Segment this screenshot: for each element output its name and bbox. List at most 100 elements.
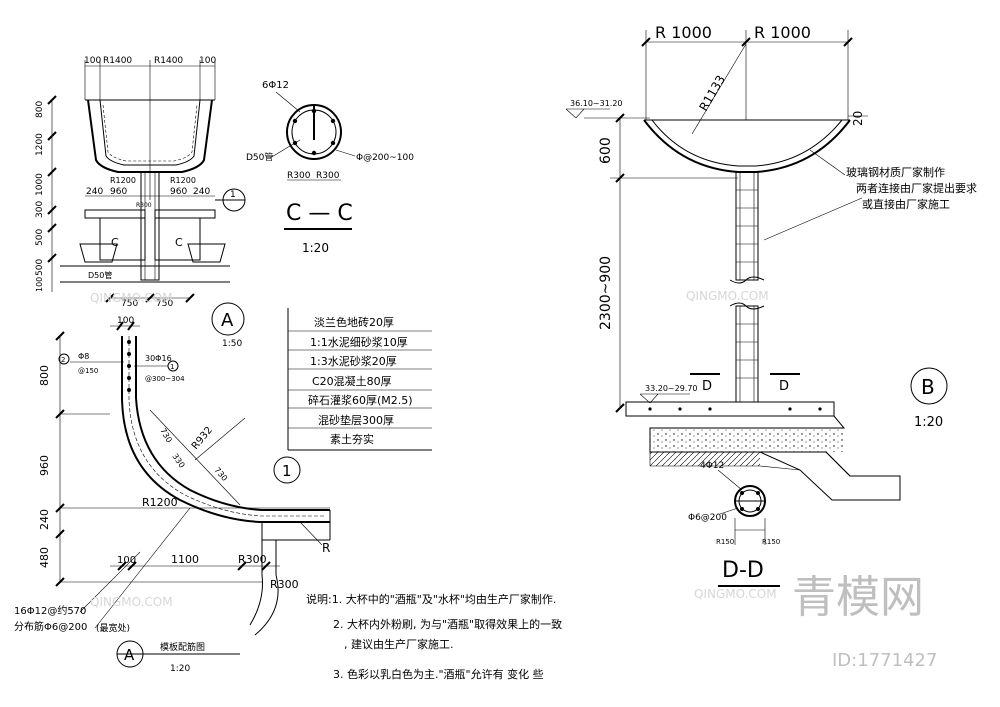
fw-h-100: 100 (117, 555, 136, 566)
layer-4: C20混凝土80厚 (312, 374, 392, 388)
b-annot-3: 或直接由厂家施工 (862, 197, 950, 211)
cc-title: C — C (286, 201, 353, 226)
b-dim-20: 20 (851, 111, 865, 126)
watermark-brand: 青模网 (792, 572, 924, 623)
watermark-small-1: QINGMO.COM (90, 291, 173, 305)
fw-top-dim: 100 (117, 316, 134, 326)
dim-a-v-1200: 1200 (35, 133, 45, 156)
b-r-right: R 1000 (754, 23, 811, 42)
dim-a-240-r: 240 (193, 187, 210, 197)
callout-a-circle (211, 302, 245, 336)
pipe-label-a: D50管 (88, 270, 112, 280)
dim-a-r300: R300 (136, 202, 152, 209)
callout-b-circle (910, 367, 948, 405)
dim-a-b-750r: 750 (156, 299, 173, 309)
dim-a-top-3: R1400 (154, 56, 183, 66)
section-cc: 6Φ12 D50管 Φ@200~100 R300 R300 C — C 1:20 (246, 80, 414, 255)
b-dim-600: 600 (598, 137, 614, 164)
note-1: 说明:1. 大杯中的"酒瓶"及"水杯"均由生产厂家制作. (306, 592, 556, 606)
b-annot-1: 玻璃钢材质厂家制作 (846, 165, 945, 179)
watermark-small-3: QINGMO.COM (90, 595, 173, 609)
label-c-left: C (111, 236, 119, 249)
fw-note-dist: 分布筋Φ6@200 (14, 620, 87, 633)
dd-stirrup: Φ6@200 (688, 513, 727, 523)
b-dim-2300: 2300~900 (598, 256, 614, 330)
layer-7: 素土夯实 (330, 432, 374, 446)
fw-v-480: 480 (38, 547, 51, 568)
dd-r-left: R150 (716, 538, 734, 546)
detail-b: R 1000 R 1000 R1133 36.10~31.20 20 600 2… (565, 23, 977, 501)
cc-stirrup: Φ@200~100 (356, 153, 414, 163)
dim-a-v-300: 300 (35, 201, 45, 218)
fw-rebar-right-sp: @300~304 (145, 375, 185, 383)
b-bowl (643, 119, 851, 173)
dim-a-960-l: 960 (110, 187, 127, 197)
section-dd: 4Φ12 Φ6@200 R150 R150 D-D (688, 461, 780, 587)
b-d-left: D (702, 379, 712, 394)
dim-a-r1200-l: R1200 (110, 176, 136, 185)
fw-h-1100: 1100 (171, 553, 199, 566)
fw-label-r: R (322, 541, 330, 555)
formwork-detail: 100 2 Φ8 @150 30Φ16 @300~304 1 (14, 316, 331, 674)
label-c-right: C (175, 236, 183, 249)
cc-rebar: 6Φ12 (262, 80, 289, 91)
fw-r932: R932 (190, 425, 215, 452)
callout-b: B (921, 375, 935, 399)
fw-marker-2: 2 (61, 356, 65, 364)
fw-diag-730a: 730 (158, 427, 173, 445)
dim-a-v-500b: 500 (35, 259, 45, 276)
fw-v-800: 800 (38, 365, 51, 386)
layer-5: 碎石灌浆60厚(M2.5) (308, 393, 413, 407)
fw-title: 模板配筋图 (160, 641, 205, 653)
fw-diag-730b: 730 (212, 466, 229, 483)
fw-rebar-right: 30Φ16 (145, 354, 172, 363)
b-annot-2: 两者连接由厂家提出要求 (856, 181, 977, 195)
layer-ref-circle (273, 456, 301, 484)
fw-v-960: 960 (38, 455, 51, 476)
dim-a-v-1000: 1000 (35, 173, 45, 196)
dim-a-top-4: 100 (199, 56, 216, 66)
scale-a-top: 1:50 (222, 339, 242, 349)
dim-a-top-1: 100 (84, 56, 101, 66)
b-elev-bot: 33.20~29.70 (645, 384, 698, 393)
dim-a-r1200-r: R1200 (170, 176, 196, 185)
cc-r-left: R300 (287, 171, 311, 181)
dd-r-right: R150 (762, 538, 780, 546)
layer-3: 1:3水泥砂浆20厚 (310, 354, 397, 368)
fw-h-r300: R300 (238, 553, 267, 566)
b-r-left: R 1000 (655, 23, 712, 42)
layer-2: 1:1水泥细砂浆10厚 (310, 335, 408, 349)
note-3: 3. 色彩以乳白色为主."酒瓶"允许有 变化 些 (333, 667, 544, 681)
fw-diag-330: 330 (170, 452, 186, 470)
watermark-small-2: QINGMO.COM (686, 289, 769, 303)
watermark-small-4: QINGMO.COM (694, 587, 777, 601)
dd-title: D-D (722, 558, 764, 583)
layer-1: 淡兰色地砖20厚 (314, 315, 394, 329)
dim-a-v-500a: 500 (35, 229, 45, 246)
callout-a-top: A (221, 310, 234, 331)
fw-note-rebar: 16Φ12@约570 (14, 604, 86, 617)
callout-a-bottom: A (124, 646, 135, 664)
dim-a-240-l: 240 (86, 187, 103, 197)
cc-r-right: R300 (316, 171, 340, 181)
fw-note-widest: (最宽处) (96, 622, 130, 634)
cc-scale: 1:20 (302, 241, 329, 255)
dim-a-b-750l: 750 (121, 299, 138, 309)
dim-a-960-r: 960 (170, 187, 187, 197)
watermark-id: ID:1771427 (832, 650, 937, 671)
fw-r1200: R1200 (142, 496, 178, 509)
b-d-right: D (779, 379, 789, 394)
dd-rebar: 4Φ12 (700, 461, 724, 471)
layer-6: 混砂垫层300厚 (318, 413, 394, 427)
fw-outer-curve (121, 336, 330, 523)
cc-pipe: D50管 (246, 151, 273, 163)
notes: 说明:1. 大杯中的"酒瓶"及"水杯"均由生产厂家制作. 2. 大杯内外粉刷, … (306, 592, 562, 681)
layer-ref: 1 (282, 462, 292, 480)
fw-scale: 1:20 (170, 664, 190, 674)
b-elev-top: 36.10~31.20 (570, 99, 623, 108)
b-scale: 1:20 (914, 415, 943, 430)
dim-a-top-2: R1400 (103, 56, 132, 66)
fw-marker-1: 1 (170, 363, 174, 371)
fw-rebar-left-sp: @150 (78, 367, 98, 375)
